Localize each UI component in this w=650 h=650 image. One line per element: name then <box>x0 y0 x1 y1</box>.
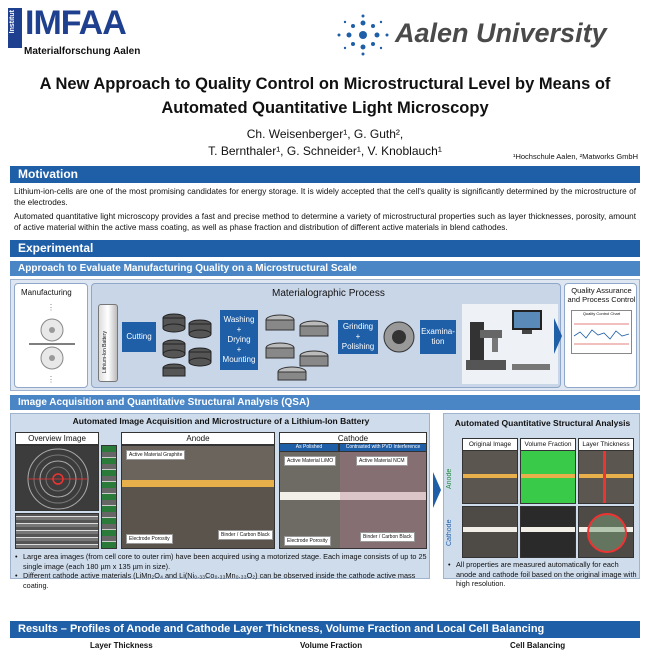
manufacturing-rolls-icon: ⋮ ⋮ <box>29 303 75 384</box>
manufacturing-label: Manufacturing <box>21 288 72 297</box>
tag-active-graphite: Active Material Graphite <box>126 450 186 460</box>
qsa-left-bullet-2: Different cathode active materials (LiMn… <box>15 571 427 590</box>
anode-micrograph: Active Material Graphite Electrode Poros… <box>121 445 275 549</box>
side-cathode-label: Cathode <box>446 519 453 547</box>
qsa-left-title: Automated Image Acquisition and Microstr… <box>72 416 370 426</box>
qsa-right-bullet-1: All properties are measured automaticall… <box>448 560 638 589</box>
qsa-right-panel: Automated Quantitative Structural Analys… <box>443 413 640 588</box>
authors-line-2: T. Bernthaler¹, G. Schneider¹, V. Knobla… <box>208 144 442 158</box>
cathode-original-image <box>462 506 518 558</box>
qsa-left-bullets: Large area images (from cell core to out… <box>15 552 427 590</box>
step-grinding: Grinding + Polishing <box>338 320 378 354</box>
tag-active-nmc: Active Material NCM <box>356 456 408 466</box>
step-cutting-label: Cutting <box>126 332 152 341</box>
overview-strip-image <box>15 513 99 549</box>
materialographic-process-box: Materialographic Process Lithium-Ion Bat… <box>91 283 561 388</box>
authors-line-1: Ch. Weisenberger¹, G. Guth², <box>246 127 404 141</box>
qa-title: Quality Assurance and Process Control <box>567 286 636 304</box>
qsa-heading: Image Acquisition and Quantitative Struc… <box>10 395 640 410</box>
motivation-heading: Motivation <box>10 166 640 183</box>
anode-original-image <box>462 450 518 504</box>
overview-image <box>15 445 99 511</box>
anode-layer-image <box>578 450 634 504</box>
step-examination: Examina- tion <box>420 320 456 354</box>
results-heading: Results – Profiles of Anode and Cathode … <box>10 621 640 638</box>
approach-panel: Manufacturing ⋮ ⋮ Materialographic Proce… <box>10 279 640 391</box>
affiliation: ¹Hochschule Aalen, ²Matworks GmbH <box>512 152 638 161</box>
cathode-layer-image <box>578 506 634 558</box>
cathode-zoom-circle <box>587 513 627 553</box>
qa-chart-graph <box>573 323 630 345</box>
results-col-cell-balancing: Cell Balancing <box>510 641 566 650</box>
qa-chart-title: Quality Control Chart <box>582 311 621 316</box>
cathode-micrograph: Active Material LiMO Active Material NCM… <box>279 451 427 549</box>
title-line-1: A New Approach to Quality Control on Mic… <box>39 75 611 93</box>
qsa-arrow <box>433 472 441 508</box>
qsa-left-panel: Automated Image Acquisition and Microstr… <box>10 413 430 590</box>
step-washing-label: Washing + Drying + Mounting <box>222 315 256 364</box>
step-examination-label: Examina- tion <box>421 327 455 346</box>
svg-text:⋮: ⋮ <box>47 303 55 312</box>
process-arrow <box>554 318 562 354</box>
logo-vertical-text: Institut <box>9 10 16 34</box>
battery-label: Lithium-Ion Battery <box>102 331 108 373</box>
cathode-aluminium-foil <box>280 492 426 500</box>
cathode-volume-image <box>520 506 576 558</box>
tag-active-lmo: Active Material LiMO <box>284 456 337 466</box>
poster-title: A New Approach to Quality Control on Mic… <box>0 72 650 120</box>
side-anode-label: Anode <box>446 468 453 490</box>
motivation-paragraph-1: Lithium-ion-cells are one of the most pr… <box>14 187 636 207</box>
qsa-right-bullets: All properties are measured automaticall… <box>448 560 638 589</box>
tag-binder-anode: Binder / Carbon Black <box>218 530 273 540</box>
overview-spiral-icon <box>27 448 89 510</box>
logo-subtitle: Materialforschung Aalen <box>24 46 141 57</box>
anode-copper-foil <box>122 480 274 487</box>
polished-sample-icon <box>383 321 415 353</box>
title-line-2: Automated Quantitative Light Microscopy <box>161 99 489 117</box>
authors: Ch. Weisenberger¹, G. Guth², T. Bernthal… <box>0 126 650 160</box>
qsa-right-title: Automated Quantitative Structural Analys… <box>454 418 631 428</box>
overview-column-strip <box>101 445 117 549</box>
step-grinding-label: Grinding + Polishing <box>341 322 375 351</box>
anode-header: Anode <box>121 432 275 445</box>
qsa-left-bullet-1: Large area images (from cell core to out… <box>15 552 427 571</box>
results-col-layer-thickness: Layer Thickness <box>90 641 153 650</box>
tag-electrode-porosity-anode: Electrode Porosity <box>126 534 173 544</box>
results-col-volume-fraction: Volume Fraction <box>300 641 363 650</box>
step-cutting: Cutting <box>122 322 156 352</box>
university-name: Aalen University <box>395 18 607 48</box>
motivation-paragraph-2: Automated quantitative light microscopy … <box>14 212 636 232</box>
university-star-icon <box>337 14 389 56</box>
battery-icon: Lithium-Ion Battery <box>98 304 118 382</box>
svg-text:⋮: ⋮ <box>47 375 55 384</box>
logo-institut-box: Institut <box>8 8 22 48</box>
step-washing: Washing + Drying + Mounting <box>220 310 258 370</box>
approach-heading: Approach to Evaluate Manufacturing Quali… <box>10 261 640 276</box>
anode-volume-image <box>520 450 576 504</box>
imfaa-logo: Institut IMFAA Materialforschung Aalen <box>8 4 158 60</box>
anode-layer-marker <box>603 451 606 503</box>
experimental-heading: Experimental <box>10 240 640 257</box>
manufacturing-box: Manufacturing ⋮ ⋮ <box>14 283 88 388</box>
logo-imfaa-text: IMFAA <box>25 4 127 42</box>
tag-binder-cathode: Binder / Carbon Black <box>360 532 415 542</box>
qa-chart: Quality Control Chart <box>571 310 632 354</box>
quality-assurance-box: Quality Assurance and Process Control Qu… <box>564 283 637 388</box>
cut-samples-icon <box>162 313 212 377</box>
aalen-university-logo: Aalen University <box>335 12 640 58</box>
overview-header: Overview Image <box>15 432 99 445</box>
process-title: Materialographic Process <box>272 288 385 299</box>
microscope-icon <box>462 304 558 384</box>
tag-electrode-porosity-cathode: Electrode Porosity <box>284 536 331 546</box>
mounted-samples-icon <box>265 314 329 381</box>
